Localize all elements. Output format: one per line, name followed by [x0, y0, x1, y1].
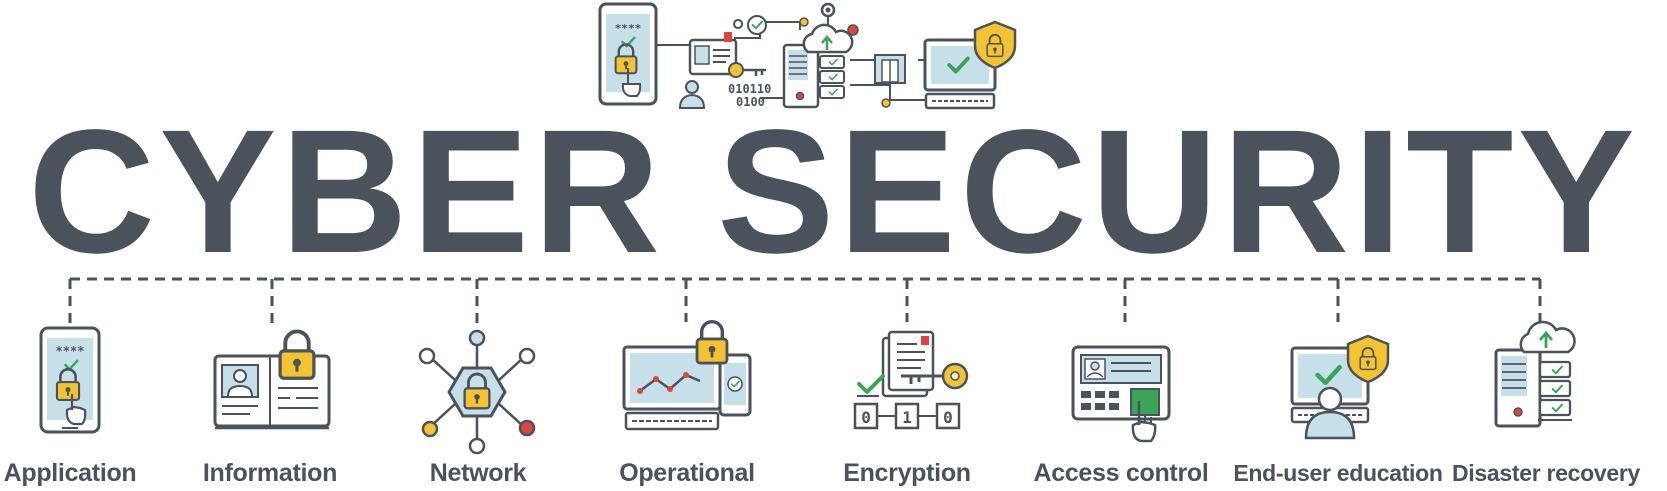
icon-access-control	[1071, 345, 1171, 443]
icon-disaster-recovery	[1494, 320, 1576, 428]
connector-lines	[68, 277, 1542, 327]
hero-check-badge-icon	[747, 15, 767, 35]
label-access-control: Access control	[1033, 459, 1209, 487]
hero-binary-line-2: 0100	[736, 95, 765, 109]
bit-0: 0	[861, 408, 871, 427]
icon-end-user-education	[1290, 334, 1390, 440]
hero-person-icon	[678, 80, 706, 109]
label-network: Network	[429, 459, 527, 487]
label-encryption: Encryption	[843, 459, 971, 487]
hero-illustration: **** 010110 0100	[598, 2, 1017, 110]
hero-key-icon	[728, 62, 766, 78]
binary-boxes: 0 1 0	[853, 402, 961, 430]
bit-2: 0	[943, 408, 953, 427]
app-pin-text: ****	[56, 344, 85, 358]
icon-network	[418, 329, 536, 455]
hero-smartphone-icon: ****	[598, 2, 658, 106]
label-information: Information	[202, 459, 338, 487]
hero-id-card-icon	[688, 32, 738, 76]
icon-application: ****	[39, 326, 101, 434]
hero-backup-stack-icon	[819, 55, 845, 99]
label-application: Application	[3, 459, 137, 487]
main-title: CYBER SECURITY	[28, 94, 1639, 290]
hero-server-icon	[782, 43, 820, 109]
icon-operational	[622, 319, 752, 431]
hero-door-icon	[874, 54, 906, 84]
svg-text:****: ****	[615, 22, 642, 35]
icon-information	[213, 329, 331, 430]
hero-yellow-dot	[799, 17, 809, 27]
label-end-user-education: End-user education	[1233, 460, 1443, 486]
hero-shield-lock-icon	[973, 20, 1017, 70]
hero-cloud-upload-icon	[802, 23, 854, 54]
hero-red-dot	[847, 24, 859, 36]
icon-encryption: 0 1 0	[853, 330, 969, 430]
hero-binary-line-1: 010110	[728, 82, 771, 96]
bit-1: 1	[902, 408, 912, 427]
label-disaster-recovery: Disaster recovery	[1452, 460, 1640, 486]
label-operational: Operational	[619, 459, 755, 487]
